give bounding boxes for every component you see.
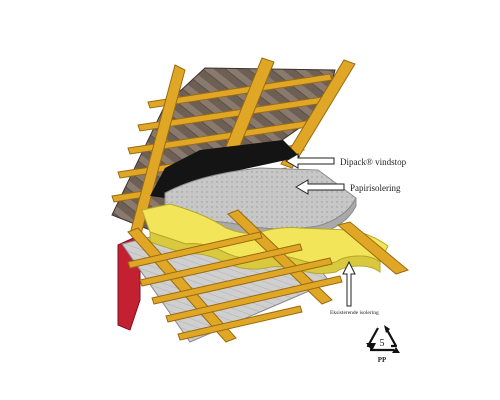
arrow-existing <box>342 260 356 307</box>
recycle-symbol: 5 PP <box>366 325 400 364</box>
arrow-windstop <box>285 153 335 169</box>
arrow-paper <box>295 179 345 195</box>
recycle-code: PP <box>378 356 387 364</box>
label-windstop: Dipack® vindstop <box>340 157 407 167</box>
recycle-arrowhead-right <box>384 325 390 333</box>
label-paper-insulation: Papirisolering <box>350 183 401 193</box>
recycle-arrowhead-left <box>366 343 376 351</box>
label-arrows <box>285 153 356 307</box>
cross-laths <box>127 231 343 341</box>
label-existing-insulation: Eksisterende isolering <box>330 310 379 316</box>
recycle-arrowhead-bottom <box>392 347 400 353</box>
recycle-number: 5 <box>380 338 385 349</box>
